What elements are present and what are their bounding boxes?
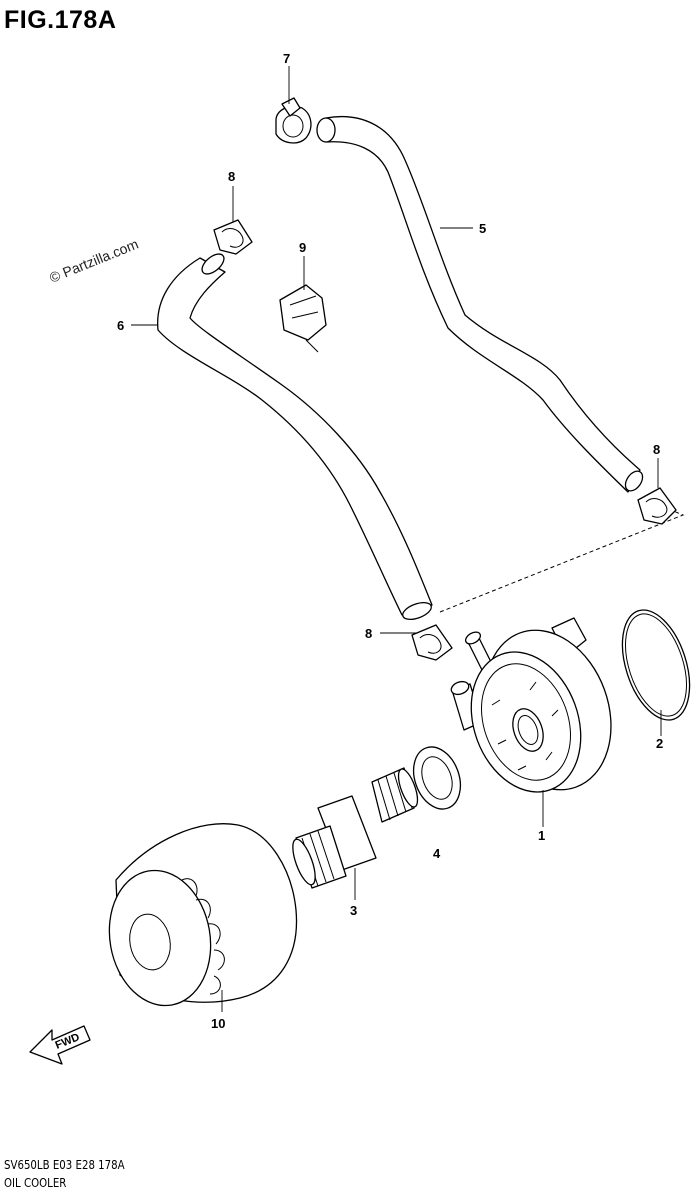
- callout-7: 7: [283, 51, 290, 66]
- callout-2: 2: [656, 736, 663, 751]
- callout-1: 1: [538, 828, 545, 843]
- clamp-8-right: [637, 487, 677, 525]
- hose-6: [157, 253, 433, 620]
- clamp-8-lower: [411, 624, 453, 661]
- figure-title: FIG.178A: [4, 6, 117, 34]
- clamp-7: [275, 97, 312, 144]
- oil-cooler-1: [450, 617, 612, 793]
- figure-name: OIL COOLER: [4, 1176, 67, 1190]
- leader-lines: [131, 66, 662, 1012]
- callout-3: 3: [350, 903, 357, 918]
- callout-10: 10: [211, 1016, 225, 1031]
- figure-code: SV650LB E03 E28 178A: [4, 1158, 125, 1172]
- o-ring-2: [621, 609, 691, 721]
- forward-direction-arrow: FWD: [29, 1025, 91, 1065]
- callout-4: 4: [433, 846, 441, 861]
- callout-9: 9: [299, 240, 306, 255]
- hose-5: [316, 115, 644, 493]
- callout-6: 6: [117, 318, 124, 333]
- callout-8-lower: 8: [365, 626, 372, 641]
- gasket-4: [412, 746, 462, 810]
- callout-5: 5: [479, 221, 486, 236]
- oil-filter-10: [108, 823, 298, 1007]
- union-bolt-3: [292, 767, 419, 889]
- clamp-9: [279, 284, 327, 353]
- watermark-text: © Partzilla.com: [47, 236, 140, 286]
- clamp-8-upper: [213, 219, 253, 255]
- callout-8-right: 8: [653, 442, 660, 457]
- routing-dashed-line: [439, 507, 685, 613]
- callout-8-upper: 8: [228, 169, 235, 184]
